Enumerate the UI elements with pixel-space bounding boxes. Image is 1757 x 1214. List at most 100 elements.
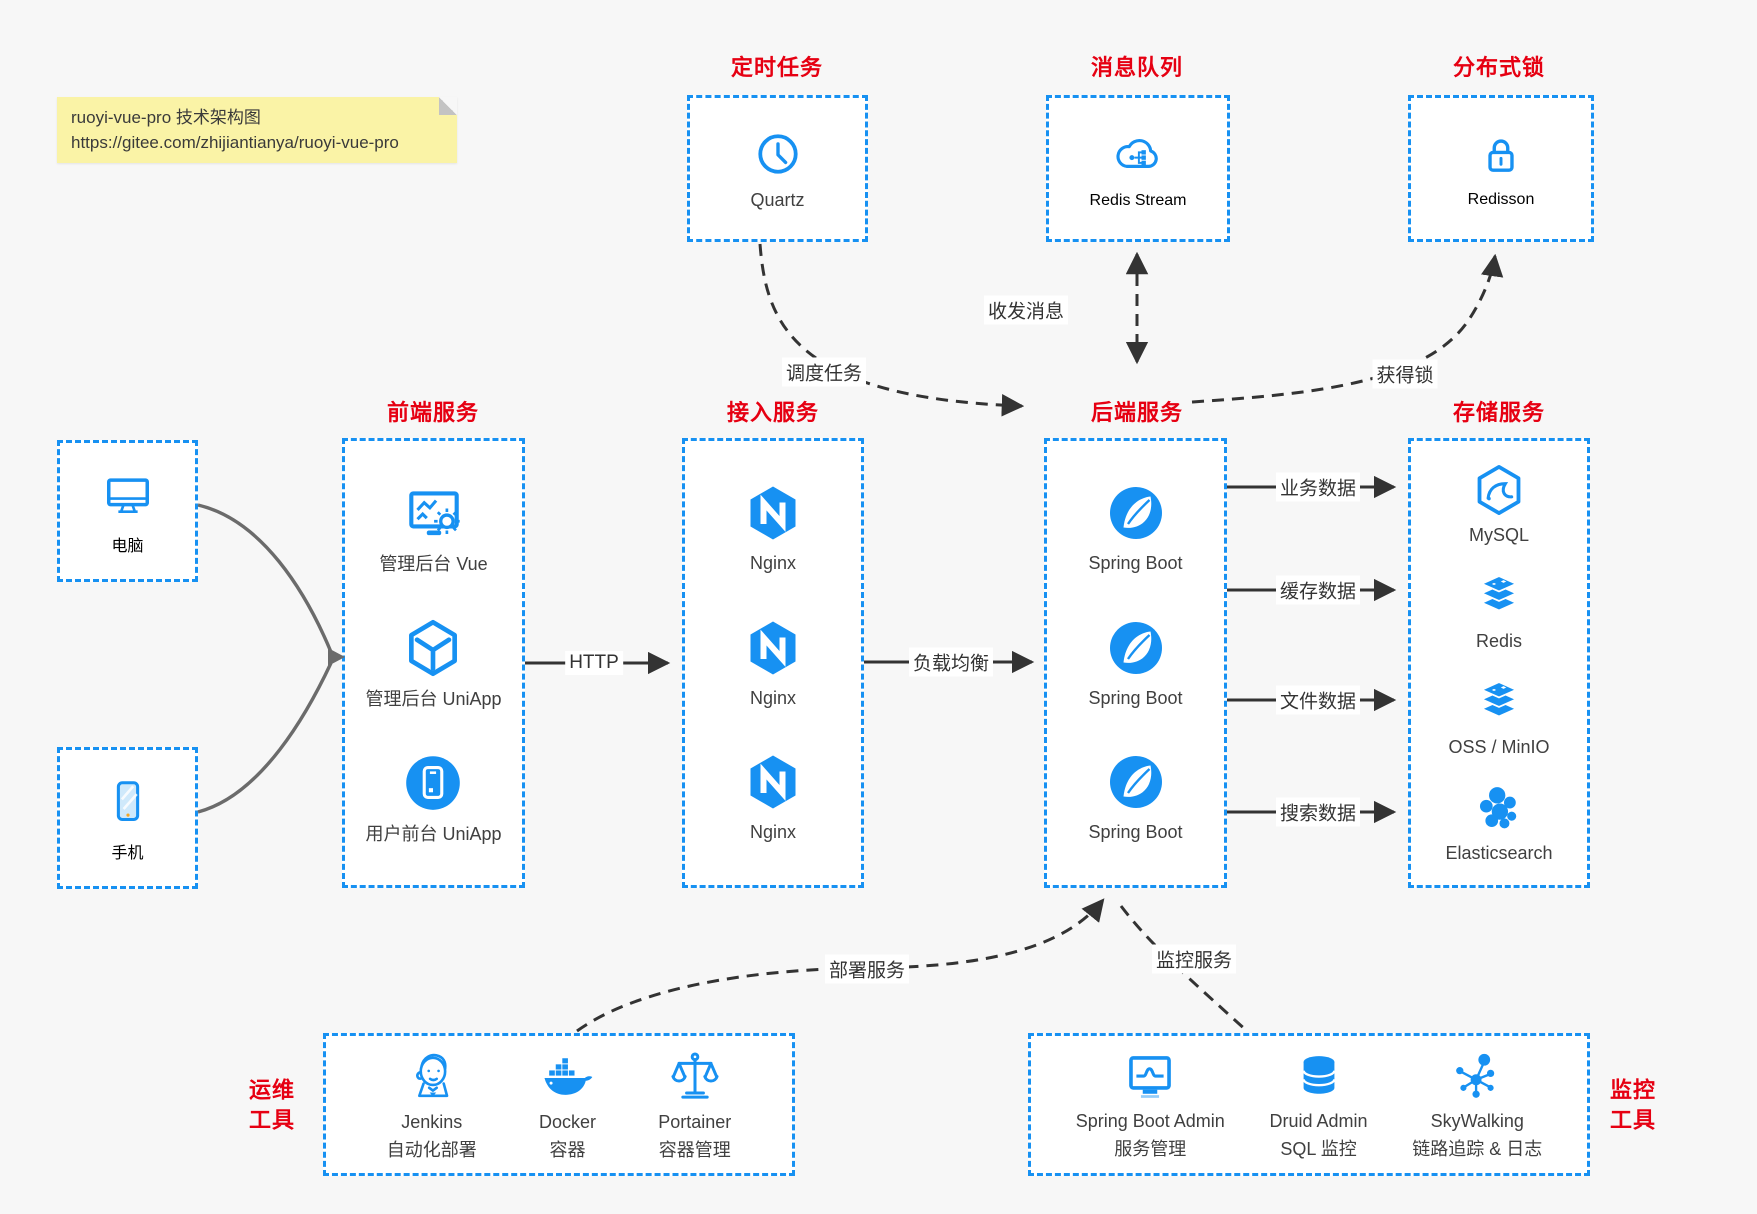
lock-icon (1474, 128, 1528, 182)
item-springboot-3: Spring Boot (1088, 750, 1183, 844)
edge-pc-to-frontend (197, 503, 333, 653)
edge-label-file-data: 文件数据 (1275, 685, 1361, 715)
item-skywalking: SkyWalking 链路追踪 & 日志 (1412, 1048, 1542, 1161)
skywalking-label: SkyWalking (1430, 1111, 1524, 1132)
edge-lock-arrow (1191, 253, 1504, 404)
title-frontend-services: 前端服务 (386, 400, 480, 425)
edge-label-monitor: 监控服务 (1151, 944, 1237, 974)
note-fold-corner (439, 97, 457, 115)
edge-label-business-data: 业务数据 (1275, 472, 1361, 502)
clock-icon (751, 127, 805, 181)
item-springboot-2: Spring Boot (1088, 616, 1183, 710)
edge-label-cache-data: 缓存数据 (1275, 575, 1361, 605)
springboot-label: Spring Boot (1088, 553, 1183, 574)
title-message-queue: 消息队列 (1090, 55, 1184, 80)
admin-uniapp-label: 管理后台 UniApp (365, 688, 502, 709)
springboot-label: Spring Boot (1088, 822, 1183, 843)
monitor-tools-side-label: 监控 工具 (1609, 1077, 1657, 1132)
elasticsearch-label: Elasticsearch (1445, 842, 1553, 863)
item-docker: Docker 容器 (537, 1047, 597, 1162)
skywalking-sublabel: 链路追踪 & 日志 (1412, 1138, 1543, 1159)
phone-client-box: 手机 (57, 747, 198, 889)
frontend-services-box: 管理后台 Vue 管理后台 UniApp 用户前台 UniApp (342, 438, 525, 888)
edge-phone-to-frontend (197, 662, 333, 814)
user-uniapp-icon (400, 750, 466, 816)
spring-icon (1104, 616, 1168, 680)
title-backend-services: 后端服务 (1090, 400, 1184, 425)
monitor-tools-box: Spring Boot Admin 服务管理 Druid Admin SQL 监… (1028, 1033, 1590, 1176)
springboot-admin-sublabel: 服务管理 (1114, 1138, 1187, 1159)
pc-label: 电脑 (111, 537, 144, 555)
nginx-icon (741, 481, 805, 545)
druid-db-icon (1290, 1048, 1348, 1106)
redisson-box: Redisson (1408, 95, 1594, 242)
cloud-share-icon (1110, 127, 1166, 183)
mysql-label: MySQL (1468, 524, 1529, 545)
mysql-icon (1470, 461, 1528, 519)
item-elasticsearch: Elasticsearch (1445, 779, 1553, 865)
item-druid-admin: Druid Admin SQL 监控 (1270, 1048, 1368, 1161)
phone-icon (100, 774, 156, 830)
portainer-scales-icon (665, 1047, 725, 1107)
docker-icon (537, 1047, 597, 1107)
edge-label-load-balance: 负载均衡 (908, 647, 994, 677)
oss-minio-label: OSS / MinIO (1448, 736, 1550, 757)
edge-label-message: 收发消息 (983, 295, 1069, 325)
user-uniapp-label: 用户前台 UniApp (365, 823, 502, 844)
item-jenkins: Jenkins 自动化部署 (387, 1047, 477, 1162)
spring-icon (1104, 481, 1168, 545)
redis-label: Redis (1475, 630, 1523, 651)
note-url: https://gitee.com/zhijiantianya/ruoyi-vu… (71, 132, 399, 152)
item-user-uniapp: 用户前台 UniApp (365, 750, 502, 846)
gateway-services-box: Nginx Nginx Nginx (682, 438, 864, 888)
edge-label-lock: 获得锁 (1372, 359, 1438, 389)
druid-admin-label: Druid Admin (1269, 1111, 1368, 1132)
item-redis: Redis (1470, 567, 1528, 653)
item-admin-uniapp: 管理后台 UniApp (365, 615, 502, 711)
quartz-box: Quartz (687, 95, 868, 242)
phone-label: 手机 (111, 844, 144, 862)
edge-label-http: HTTP (565, 651, 623, 675)
sba-monitor-icon (1121, 1048, 1179, 1106)
portainer-label: Portainer (658, 1112, 732, 1133)
item-springboot-admin: Spring Boot Admin 服务管理 (1076, 1048, 1225, 1161)
skywalking-icon (1448, 1048, 1506, 1106)
admin-vue-icon (401, 480, 467, 546)
redis-stack-icon (1470, 567, 1528, 625)
docker-sublabel: 容器 (549, 1139, 586, 1160)
nginx-icon (741, 616, 805, 680)
jenkins-sublabel: 自动化部署 (386, 1139, 477, 1160)
redisson-label: Redisson (1467, 191, 1535, 208)
title-scheduled-tasks: 定时任务 (730, 55, 824, 80)
springboot-label: Spring Boot (1088, 687, 1183, 708)
desktop-icon (100, 467, 156, 523)
ops-tools-box: Jenkins 自动化部署 Docker 容器 (323, 1033, 795, 1176)
item-nginx-2: Nginx (741, 616, 805, 710)
item-nginx-3: Nginx (741, 750, 805, 844)
edge-label-deploy: 部署服务 (824, 954, 910, 984)
uniapp-cube-icon (400, 615, 466, 681)
edge-label-search-data: 搜索数据 (1275, 797, 1361, 827)
elasticsearch-icon (1470, 779, 1528, 837)
oss-stack-icon (1470, 673, 1528, 731)
pc-client-box: 电脑 (57, 440, 198, 582)
item-nginx-1: Nginx (741, 481, 805, 575)
edge-label-schedule: 调度任务 (781, 357, 867, 387)
admin-vue-label: 管理后台 Vue (379, 553, 488, 574)
storage-services-box: MySQL Redis (1408, 438, 1590, 888)
druid-admin-sublabel: SQL 监控 (1280, 1138, 1357, 1159)
item-admin-vue: 管理后台 Vue (379, 480, 488, 576)
jenkins-icon (402, 1047, 462, 1107)
sticky-note: ruoyi-vue-pro 技术架构图 https://gitee.com/zh… (57, 97, 457, 163)
nginx-icon (741, 750, 805, 814)
backend-services-box: Spring Boot Spring Boot Spring Boot (1044, 438, 1227, 888)
nginx-label: Nginx (749, 822, 797, 843)
item-portainer: Portainer 容器管理 (658, 1047, 731, 1162)
title-distributed-lock: 分布式锁 (1452, 55, 1546, 80)
note-title: ruoyi-vue-pro 技术架构图 (71, 108, 261, 127)
springboot-admin-label: Spring Boot Admin (1075, 1111, 1225, 1132)
docker-label: Docker (538, 1112, 596, 1133)
item-mysql: MySQL (1469, 461, 1529, 547)
title-storage-services: 存储服务 (1452, 400, 1546, 425)
